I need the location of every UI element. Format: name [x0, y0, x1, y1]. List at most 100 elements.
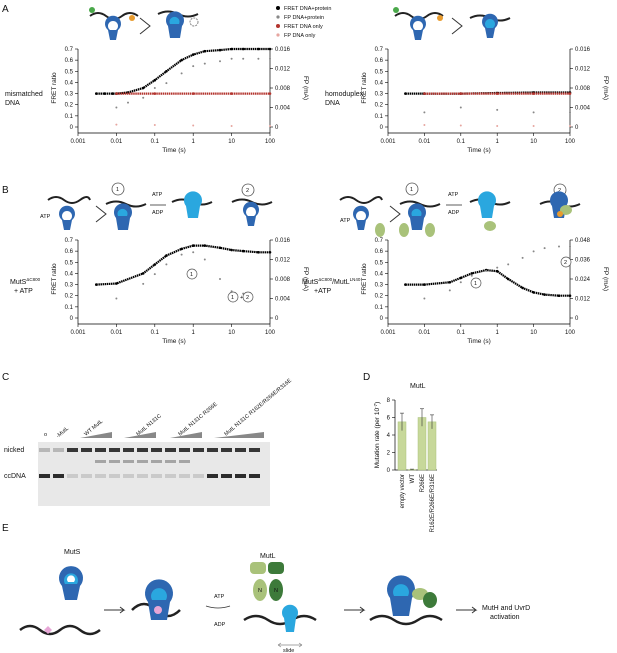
gel-band	[193, 448, 204, 452]
e-slide: slide	[283, 648, 294, 653]
fret-tick-label: 0	[380, 316, 384, 322]
gel-lane-label-4: MutL N131C R266E	[177, 401, 219, 437]
fret-tick-label: 0.4	[65, 80, 74, 86]
b-left-step1: 1	[116, 187, 119, 193]
data-point	[192, 124, 195, 127]
gel-band	[165, 460, 176, 463]
fret-tick-label: 0.7	[375, 47, 384, 53]
gel-band	[67, 448, 78, 452]
time-tick-label: 0.1	[457, 139, 466, 145]
b-right-step2: 2	[558, 188, 561, 194]
b1-annot-12a: 1	[231, 295, 234, 301]
panel-label-b: B	[2, 185, 9, 196]
data-point	[448, 281, 452, 284]
data-point	[459, 106, 462, 109]
data-point	[218, 48, 222, 52]
data-point	[218, 246, 222, 250]
fp-tick-label: 0.012	[275, 67, 291, 73]
data-point	[257, 47, 260, 51]
data-point	[496, 266, 499, 269]
d-ytick-label: 4	[387, 433, 391, 439]
b1-annot-1: 1	[190, 272, 193, 278]
gel-band	[95, 460, 106, 463]
data-point	[142, 96, 145, 99]
b-left-adp: ADP	[152, 210, 164, 216]
scheme-a-left	[89, 7, 199, 40]
data-point	[165, 263, 168, 266]
time-tick-label: 10	[228, 139, 235, 145]
data-point	[165, 82, 168, 85]
panel-label-c: C	[2, 372, 9, 383]
fret-tick-label: 0.2	[65, 294, 74, 300]
fret-tick-label: 0.1	[65, 305, 74, 311]
side-label-b2-atp: +ATP	[314, 288, 332, 295]
fp-tick-label: 0.004	[275, 297, 291, 303]
scheme-b-left: ATP 1 ATP ADP 2	[40, 182, 273, 230]
data-point	[268, 251, 272, 254]
data-point	[180, 58, 183, 62]
fp-tick-label: 0	[275, 316, 279, 322]
data-point	[257, 57, 260, 60]
scheme-b-right: ATP 1 ATP ADP 2	[339, 182, 581, 237]
bar-label-1: WT	[410, 474, 416, 484]
data-point	[141, 86, 145, 90]
b1-annot-plus: +	[240, 295, 243, 301]
fret-tick-label: 0.5	[375, 69, 384, 75]
fp-tick-label: 0	[575, 316, 579, 322]
data-point	[142, 282, 145, 285]
side-label-a2-line1: homoduplex	[325, 91, 364, 98]
legend: FRET DNA+protein FP DNA+protein FRET DNA…	[276, 6, 331, 39]
data-point	[203, 258, 206, 261]
gel-band	[109, 448, 120, 452]
gel-band	[123, 474, 134, 478]
fret-axis-label: FRET ratio	[51, 72, 58, 104]
plot-a-right: 00.10.20.30.40.50.60.700.0040.0080.0120.…	[361, 47, 609, 154]
d-ytick-label: 2	[387, 451, 391, 457]
data-point	[423, 92, 426, 95]
legend-fp-protein: FP DNA+protein	[284, 15, 324, 21]
data-point	[191, 92, 195, 95]
plot-a-left: 00.10.20.30.40.50.60.700.0040.0080.0120.…	[51, 47, 309, 154]
data-point	[230, 57, 233, 60]
data-point	[543, 293, 546, 296]
fp-axis-label: FP (mA)	[602, 267, 609, 291]
data-point	[569, 111, 571, 114]
data-point	[459, 124, 462, 127]
time-tick-label: 1	[496, 139, 500, 145]
fp-tick-label: 0.012	[575, 297, 591, 303]
data-point	[543, 247, 546, 250]
time-tick-label: 0.001	[380, 330, 396, 336]
data-point	[459, 92, 463, 95]
fret-tick-label: 0.2	[375, 294, 384, 300]
data-point	[230, 125, 233, 127]
time-tick-label: 0.001	[380, 139, 396, 145]
data-point	[191, 244, 195, 247]
gel-band	[39, 448, 50, 452]
b-left-step2: 2	[246, 188, 249, 194]
data-point	[257, 251, 260, 254]
data-point	[423, 124, 426, 126]
e-atp: ATP	[214, 594, 225, 600]
data-point	[219, 60, 221, 63]
data-point	[115, 282, 118, 285]
data-point	[230, 47, 233, 51]
gel-band	[137, 460, 148, 463]
data-point	[95, 92, 98, 95]
gel-lane-label-0: o	[44, 432, 47, 438]
time-axis-label: Time (s)	[162, 338, 186, 345]
gel-band	[165, 474, 176, 478]
b1-annot-12b: 2	[246, 295, 249, 301]
data-point	[558, 245, 560, 248]
b-right-atp-1: ATP	[340, 218, 351, 224]
fp-tick-label: 0.012	[575, 67, 591, 73]
data-point	[192, 251, 195, 254]
data-point	[459, 281, 462, 284]
fp-tick-label: 0.008	[275, 86, 291, 92]
side-label-a1-line1: mismatched	[5, 91, 43, 98]
fret-axis-label: FRET ratio	[361, 72, 368, 104]
d-ytick-label: 6	[387, 416, 391, 422]
d-ytick-label: 0	[387, 468, 391, 474]
b2-annotations: 1 2	[470, 256, 572, 289]
